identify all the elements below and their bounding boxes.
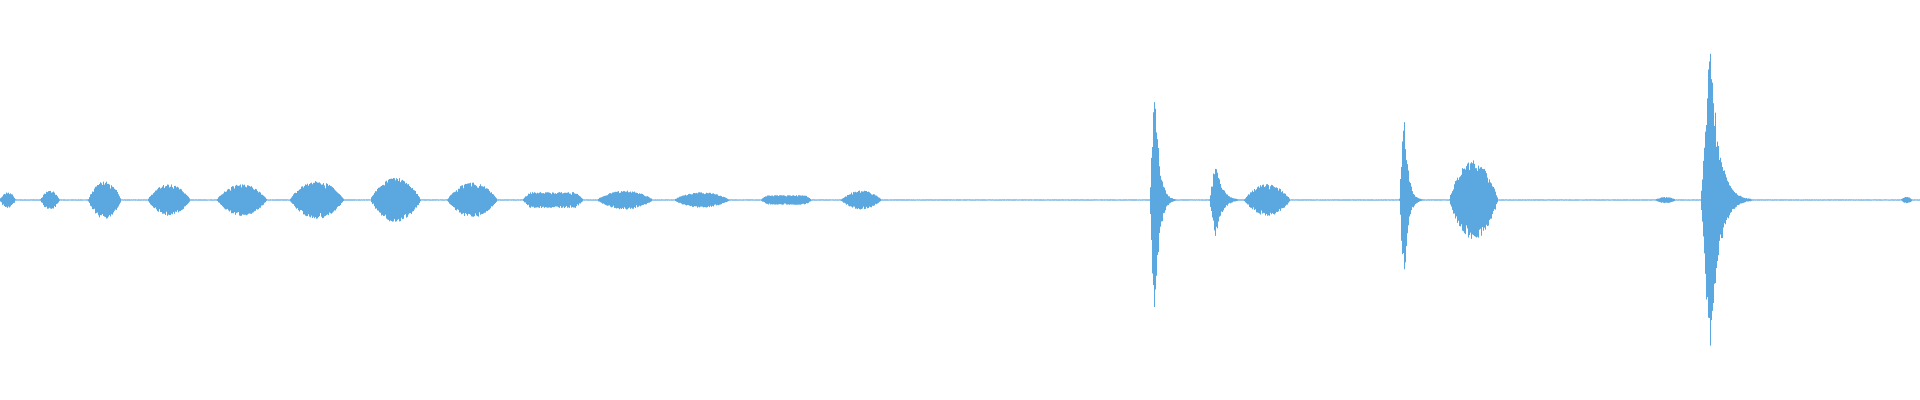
waveform-trace <box>0 53 1920 346</box>
